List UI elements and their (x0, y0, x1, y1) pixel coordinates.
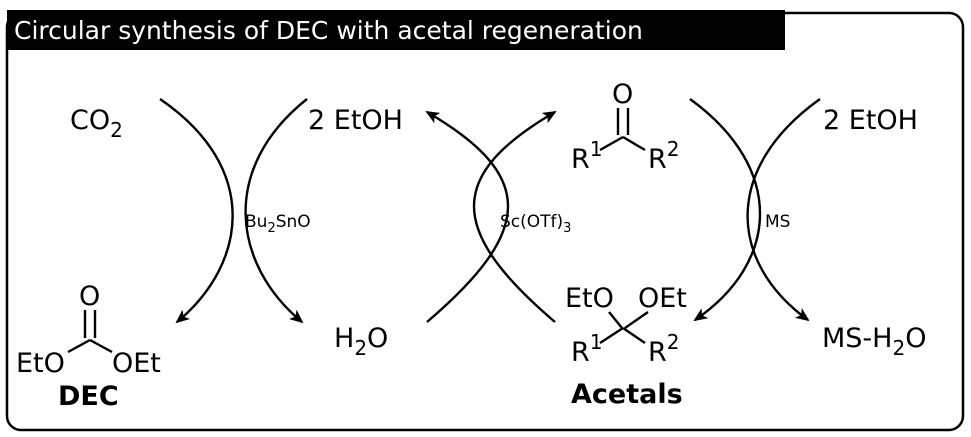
dec-right-group: OEt (112, 348, 161, 379)
tin-catalyst-label: Bu2SnO (245, 212, 311, 236)
etoh-right-label: 2 EtOH (823, 105, 918, 136)
co2-label: CO2 (70, 105, 123, 142)
dec-left-group: EtO (16, 348, 65, 379)
acetal-structure: EtO OEt R1 R2 Acetals (565, 283, 687, 410)
water-label: H2O (334, 323, 388, 360)
arc-sc-etoh (425, 110, 510, 323)
arc-ms-ketone (689, 98, 762, 322)
acetal-top-right: OEt (638, 283, 687, 314)
ketone-structure: O R1 R2 (571, 79, 680, 175)
ms-water-label: MS-H2O (822, 323, 926, 360)
arc-tin-water (244, 98, 308, 324)
acetal-r2: R2 (648, 330, 680, 368)
ketone-r2: R2 (648, 137, 680, 175)
scandium-catalyst-label: Sc(OTf)3 (500, 212, 571, 236)
dec-oxygen: O (79, 281, 100, 312)
dec-structure: O EtO OEt DEC (16, 281, 161, 412)
scheme-title: Circular synthesis of DEC with acetal re… (14, 16, 643, 45)
acetal-compound-label: Acetals (571, 379, 683, 410)
arc-ms-etoh (746, 98, 821, 322)
acetal-top-left: EtO (565, 283, 614, 314)
ketone-oxygen: O (612, 79, 633, 110)
arc-tin-co2 (159, 98, 234, 324)
sieve-catalyst-label: MS (765, 212, 790, 232)
title-banner (7, 10, 785, 50)
etoh-left-label: 2 EtOH (308, 105, 403, 136)
arc-sc-acetal (472, 110, 557, 323)
dec-compound-label: DEC (58, 381, 119, 412)
acetal-r1: R1 (571, 330, 603, 368)
ketone-r1: R1 (571, 137, 603, 175)
